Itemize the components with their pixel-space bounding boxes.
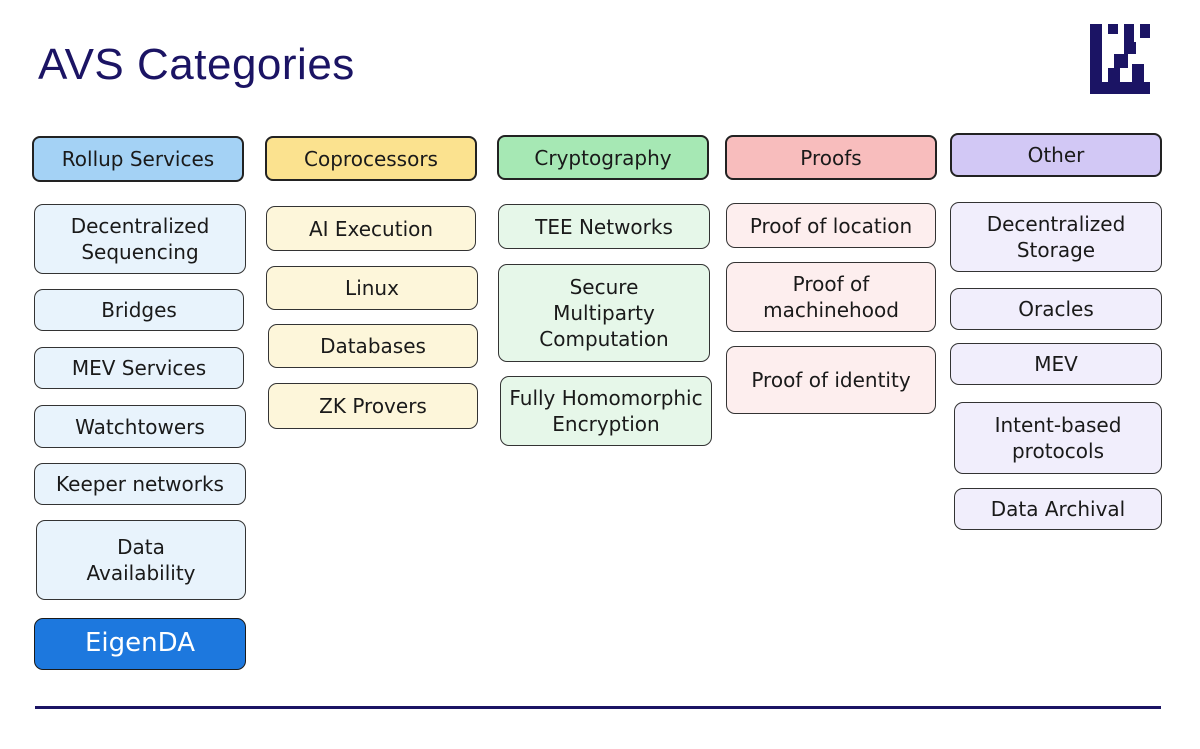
item-databases: Databases [268,324,478,368]
item-data-availability: Data Availability [36,520,246,600]
header-rollup-services: Rollup Services [32,136,244,182]
item-bridges: Bridges [34,289,244,331]
item-oracles: Oracles [950,288,1162,330]
item-intent-based-protocols: Intent-based protocols [954,402,1162,474]
item-watchtowers: Watchtowers [34,405,246,448]
item-linux: Linux [266,266,478,310]
item-zk-provers: ZK Provers [268,383,478,429]
item-decentralized-storage: Decentralized Storage [950,202,1162,272]
logo-icon [1090,24,1150,94]
item-mev-services: MEV Services [34,347,244,389]
item-fully-homomorphic-encryption: Fully Homomorphic Encryption [500,376,712,446]
item-secure-multiparty-computation: Secure Multiparty Computation [498,264,710,362]
item-mev: MEV [950,343,1162,385]
header-coprocessors: Coprocessors [265,136,477,181]
item-proof-of-machinehood: Proof of machinehood [726,262,936,332]
item-keeper-networks: Keeper networks [34,463,246,505]
item-ai-execution: AI Execution [266,206,476,251]
item-data-archival: Data Archival [954,488,1162,530]
header-cryptography: Cryptography [497,135,709,180]
item-decentralized-sequencing: Decentralized Sequencing [34,204,246,274]
divider [35,706,1161,709]
header-proofs: Proofs [725,135,937,180]
item-proof-of-identity: Proof of identity [726,346,936,414]
item-tee-networks: TEE Networks [498,204,710,249]
item-eigenda: EigenDA [34,618,246,670]
header-other: Other [950,133,1162,177]
page-title: AVS Categories [38,40,355,89]
item-proof-of-location: Proof of location [726,203,936,248]
